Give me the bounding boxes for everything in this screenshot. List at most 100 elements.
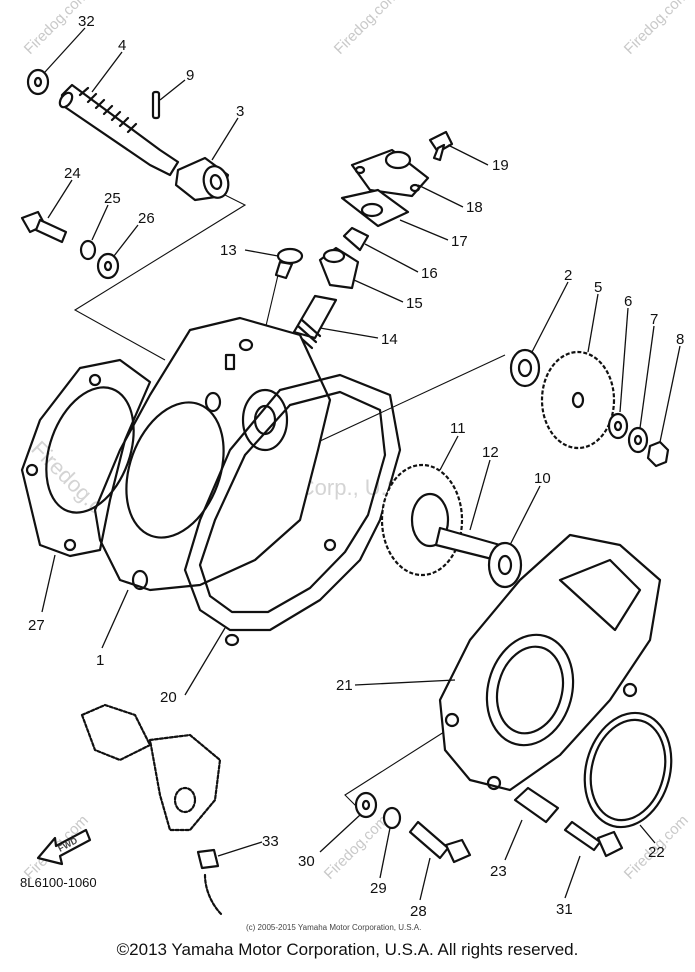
gasket-27: [20, 358, 152, 558]
callout-26: 26: [138, 210, 155, 227]
leader-5: [587, 293, 599, 353]
lock-washer-29: [382, 806, 402, 830]
callout-3: 3: [236, 103, 244, 120]
callout-32: 32: [78, 13, 95, 30]
assembly-line-screw13: [264, 274, 279, 331]
footer-copyright: ©2013 Yamaha Motor Corporation, U.S.A. A…: [116, 940, 579, 959]
leader-28: [419, 857, 431, 901]
gasket-17: [340, 188, 410, 228]
assembly-lines: [73, 189, 506, 811]
leader-24: [47, 179, 73, 219]
callout-21: 21: [336, 677, 353, 694]
shaft-4: [58, 83, 180, 177]
watermark-top-3: Firedog.com: [621, 0, 692, 58]
leader-16: [364, 243, 419, 273]
collar-23: [513, 786, 560, 824]
callout-15: 15: [406, 295, 423, 312]
leader-26: [113, 224, 139, 257]
bolt-24: [20, 210, 68, 244]
callout-labels: 32 4 9 3 24 25 26 13 19 18 17 16 15 14 2…: [28, 13, 684, 920]
seal-16: [342, 226, 370, 252]
gasket-20: [183, 373, 402, 647]
callout-27: 27: [28, 617, 45, 634]
bracket-18: [350, 148, 430, 198]
callout-9: 9: [186, 67, 194, 84]
gear-shaft-14: [292, 294, 338, 350]
leader-3: [211, 117, 239, 161]
callout-28: 28: [410, 903, 427, 920]
gear-11: [380, 463, 464, 577]
leader-2: [531, 281, 569, 353]
callout-17: 17: [451, 233, 468, 250]
leader-14: [319, 327, 379, 339]
assembly-line-bearing: [289, 354, 506, 456]
callout-7: 7: [650, 311, 658, 328]
callout-25: 25: [104, 190, 121, 207]
callout-24: 24: [64, 165, 81, 182]
leader-32: [44, 27, 86, 73]
leader-17: [399, 219, 449, 241]
callout-14: 14: [381, 331, 398, 348]
leader-lines: [41, 27, 681, 901]
leader-25: [91, 204, 109, 241]
watermark-top-2: Firedog.com: [331, 0, 402, 58]
callout-4: 4: [118, 37, 126, 54]
callout-22: 22: [648, 844, 665, 861]
callout-8: 8: [676, 331, 684, 348]
callout-33: 33: [262, 833, 279, 850]
leader-20: [184, 627, 226, 696]
leader-33: [217, 841, 263, 857]
housing-1: [93, 316, 332, 592]
callout-23: 23: [490, 863, 507, 880]
leader-4: [91, 51, 123, 93]
bearing-10: [487, 541, 523, 589]
leader-27: [41, 554, 56, 613]
washer-7: [627, 426, 649, 454]
callout-30: 30: [298, 853, 315, 870]
callout-2: 2: [564, 267, 572, 284]
leader-10: [509, 485, 541, 546]
leader-13: [244, 249, 279, 257]
callout-6: 6: [624, 293, 632, 310]
leader-19: [447, 144, 489, 166]
bolt-28: [408, 820, 472, 864]
bushing-15: [318, 246, 360, 290]
callout-16: 16: [421, 265, 438, 282]
oring-22: [583, 711, 673, 829]
bearing-2: [509, 348, 541, 388]
leader-11: [439, 435, 459, 471]
washer-26: [96, 252, 120, 280]
callout-18: 18: [466, 199, 483, 216]
diagram-code: 8L6100-1060: [20, 875, 97, 890]
leader-30: [319, 814, 361, 853]
leader-7: [639, 325, 655, 429]
callout-29: 29: [370, 880, 387, 897]
screw-13: [274, 247, 304, 280]
leader-23: [504, 819, 523, 861]
leader-8: [659, 345, 681, 443]
leader-31: [564, 855, 581, 899]
leader-9: [159, 79, 186, 101]
bushing-3: [174, 156, 230, 202]
callout-13: 13: [220, 242, 237, 259]
callout-19: 19: [492, 157, 509, 174]
callout-20: 20: [160, 689, 177, 706]
callout-10: 10: [534, 470, 551, 487]
leader-21: [354, 679, 456, 686]
callout-11: 11: [450, 420, 466, 437]
washer-6: [607, 412, 629, 440]
lock-washer-25: [79, 239, 97, 261]
leader-15: [353, 279, 404, 303]
assembly-line-shaft: [73, 189, 247, 361]
nut-8: [646, 440, 670, 468]
sprocket-5: [540, 350, 616, 450]
leader-1: [101, 589, 129, 649]
leader-6: [619, 307, 629, 413]
washer-30: [354, 791, 378, 819]
small-copyright: (c) 2005-2015 Yamaha Motor Corporation, …: [246, 923, 421, 932]
callout-1: 1: [96, 652, 104, 669]
callout-5: 5: [594, 279, 602, 296]
leader-18: [417, 184, 464, 208]
leader-22: [639, 824, 656, 844]
